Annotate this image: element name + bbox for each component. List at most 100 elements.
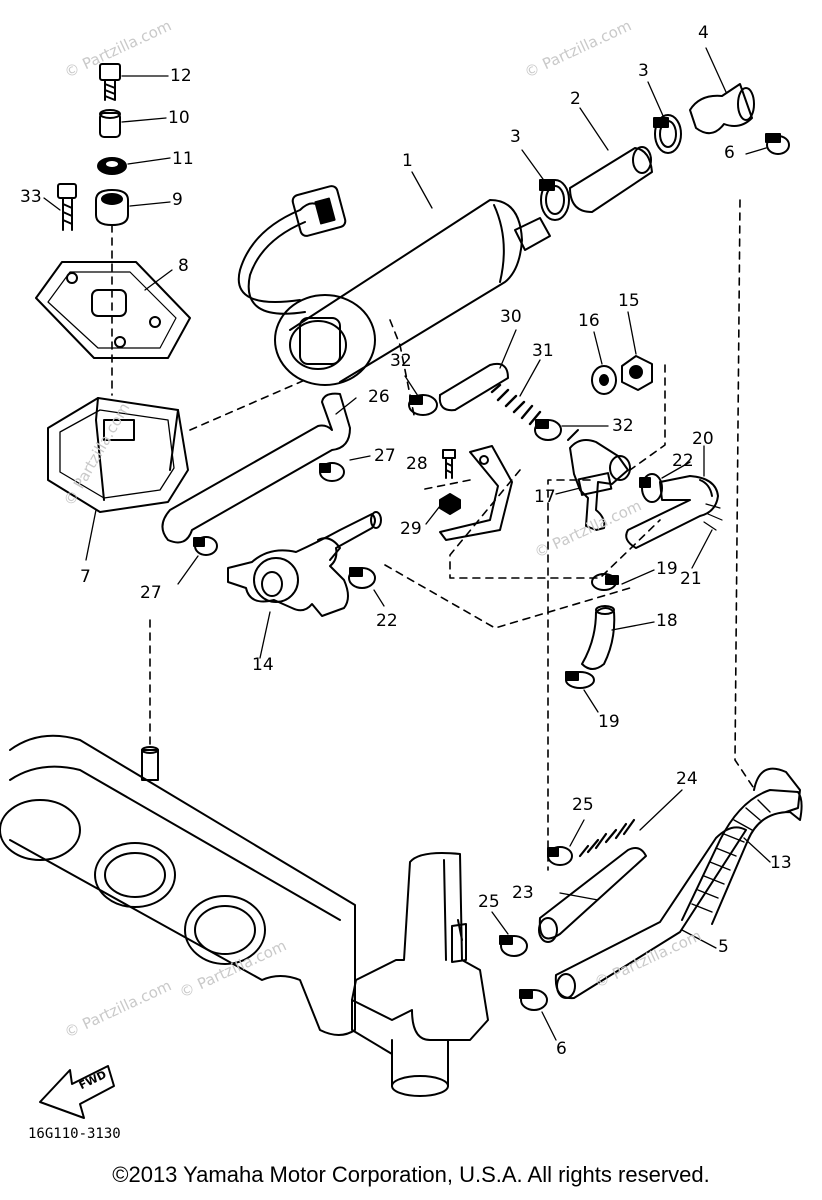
part-label-6-lower: 6 bbox=[556, 1039, 567, 1059]
fuel-pump-1 bbox=[237, 185, 551, 386]
leader-14 bbox=[259, 611, 271, 659]
valve-17 bbox=[567, 429, 631, 531]
spring-31 bbox=[490, 383, 542, 426]
part-label-32-left: 32 bbox=[390, 351, 412, 371]
part-label-30: 30 bbox=[500, 307, 522, 327]
leader-7 bbox=[85, 509, 97, 561]
part-label-33: 33 bbox=[20, 187, 42, 207]
clamp-22-left bbox=[348, 567, 376, 589]
part-label-6-upper: 6 bbox=[724, 143, 735, 163]
leader-1 bbox=[411, 171, 433, 209]
part-label-13: 13 bbox=[770, 853, 792, 873]
leader-31 bbox=[519, 359, 541, 397]
leader-4 bbox=[705, 47, 727, 93]
part-label-17: 17 bbox=[534, 487, 556, 507]
regulator-14 bbox=[227, 511, 382, 617]
bracket-fuel-line bbox=[439, 445, 513, 541]
bolt-12 bbox=[99, 63, 121, 101]
leader-13 bbox=[743, 837, 771, 863]
part-label-22-left: 22 bbox=[376, 611, 398, 631]
part-label-11: 11 bbox=[172, 149, 194, 169]
corrugated-hose-13 bbox=[681, 767, 803, 925]
clamp-27-right bbox=[319, 462, 345, 482]
part-label-31: 31 bbox=[532, 341, 554, 361]
clamp-22-right bbox=[639, 473, 663, 503]
fwd-arrow-icon: FWD bbox=[39, 1065, 115, 1119]
diagram-code: 16G110-3130 bbox=[28, 1126, 121, 1142]
leader-3a bbox=[521, 149, 549, 187]
leader-25a bbox=[569, 819, 585, 847]
clamp-3-upper-left bbox=[539, 179, 570, 221]
clamp-19-lower bbox=[565, 671, 595, 689]
bolt-33 bbox=[57, 183, 77, 231]
clamp-6-upper bbox=[765, 133, 790, 155]
part-label-27-right: 27 bbox=[374, 446, 396, 466]
leader-15 bbox=[627, 311, 637, 355]
part-label-4: 4 bbox=[698, 23, 709, 43]
leader-27b bbox=[177, 555, 199, 585]
part-label-21: 21 bbox=[680, 569, 702, 589]
leader-2 bbox=[579, 107, 609, 151]
engine-block bbox=[0, 734, 356, 1036]
leader-33 bbox=[43, 197, 61, 211]
part-label-19-lower: 19 bbox=[598, 712, 620, 732]
part-label-20: 20 bbox=[692, 429, 714, 449]
bracket-7 bbox=[47, 397, 189, 513]
leader-24 bbox=[639, 789, 683, 831]
leader-16 bbox=[593, 331, 603, 365]
clamp-6-lower bbox=[519, 989, 548, 1011]
part-label-5: 5 bbox=[718, 937, 729, 957]
part-label-18: 18 bbox=[656, 611, 678, 631]
clamp-19-upper bbox=[591, 573, 619, 591]
assembly-guide-lines bbox=[111, 199, 756, 871]
hose-18 bbox=[581, 605, 616, 670]
part-label-29: 29 bbox=[400, 519, 422, 539]
leader-6a bbox=[745, 147, 767, 155]
clamp-32-left bbox=[408, 394, 438, 416]
leader-8 bbox=[144, 269, 173, 291]
leader-29 bbox=[425, 505, 441, 525]
leader-23 bbox=[559, 892, 599, 901]
nut-15 bbox=[621, 355, 653, 391]
hose-2 bbox=[569, 146, 653, 213]
part-label-12: 12 bbox=[170, 66, 192, 86]
part-label-15: 15 bbox=[618, 291, 640, 311]
part-label-9: 9 bbox=[172, 190, 183, 210]
leader-3b bbox=[647, 81, 665, 119]
part-label-7: 7 bbox=[80, 567, 91, 587]
leader-5 bbox=[681, 929, 717, 949]
part-label-28: 28 bbox=[406, 454, 428, 474]
part-label-26: 26 bbox=[368, 387, 390, 407]
washer-29 bbox=[439, 493, 461, 515]
grommet-9 bbox=[95, 189, 129, 226]
part-label-25-upper: 25 bbox=[572, 795, 594, 815]
part-label-32-right: 32 bbox=[612, 416, 634, 436]
part-label-27-left: 27 bbox=[140, 583, 162, 603]
leader-19a bbox=[621, 569, 655, 585]
leader-30 bbox=[499, 329, 517, 369]
clamp-32-right bbox=[534, 419, 562, 441]
leader-18 bbox=[611, 621, 655, 631]
spring-24 bbox=[578, 818, 636, 858]
part-label-8: 8 bbox=[178, 256, 189, 276]
collar-10 bbox=[99, 109, 121, 138]
bracket-plate-8 bbox=[35, 261, 191, 359]
hose-26 bbox=[161, 392, 351, 544]
hose-5 bbox=[554, 826, 747, 1000]
leader-26 bbox=[335, 397, 357, 415]
part-label-3-right: 3 bbox=[638, 61, 649, 81]
leader-6b bbox=[541, 1011, 557, 1041]
part-label-22-right: 22 bbox=[672, 451, 694, 471]
clamp-27-left bbox=[193, 536, 218, 556]
clamp-25-lower bbox=[499, 935, 528, 957]
part-label-16: 16 bbox=[578, 311, 600, 331]
leader-10 bbox=[121, 117, 167, 123]
fuel-tank-fitting bbox=[351, 852, 489, 1097]
part-label-1: 1 bbox=[402, 151, 413, 171]
copyright-notice: ©2013 Yamaha Motor Corporation, U.S.A. A… bbox=[112, 1162, 710, 1187]
washer-11 bbox=[97, 157, 127, 175]
leader-21 bbox=[691, 529, 713, 569]
part-label-3-left: 3 bbox=[510, 127, 521, 147]
part-label-14: 14 bbox=[252, 655, 274, 675]
